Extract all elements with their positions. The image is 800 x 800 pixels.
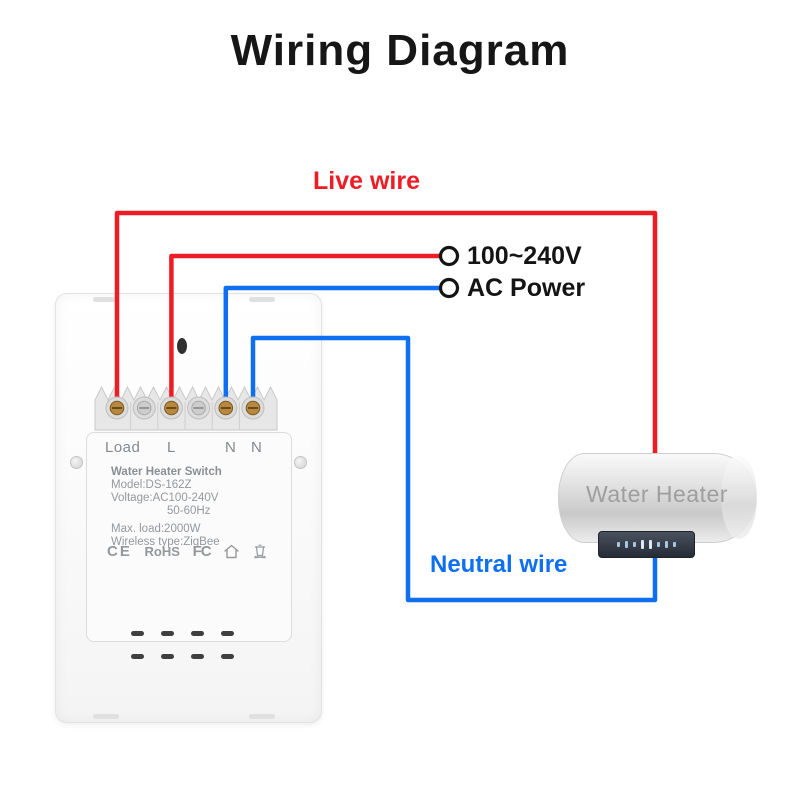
product-max-load: Max. load:2000W [111, 523, 201, 535]
live-wire-label: Live wire [313, 167, 420, 195]
display-segment [657, 542, 660, 547]
smart-switch: Load L N N Water Heater Switch Model:DS-… [55, 293, 322, 723]
product-wireless: Wireless type:ZigBee [111, 536, 220, 548]
terminal-label-n2: N [251, 439, 263, 456]
ce-mark: CE [107, 542, 132, 560]
house-icon [223, 544, 240, 559]
terminal-label-load: Load [105, 439, 141, 456]
live-terminal-dot [438, 245, 460, 267]
display-segment [673, 542, 676, 547]
neutral-terminal-dot [438, 277, 460, 299]
product-model: Model:DS-162Z [111, 479, 192, 491]
side-screw [70, 456, 83, 469]
page-title: Wiring Diagram [230, 26, 570, 75]
display-segment [625, 541, 628, 548]
vent-slot [221, 654, 234, 659]
certification-row: CE RoHS FC [107, 541, 267, 561]
vent-slot [161, 654, 174, 659]
display-segment [649, 540, 652, 549]
display-segment [641, 540, 644, 549]
vent-slot [131, 631, 144, 636]
neutral-wire-label: Neutral wire [430, 551, 568, 578]
rohs-mark: RoHS [144, 543, 180, 559]
mount-slot [249, 714, 275, 719]
vent-slot [161, 631, 174, 636]
mount-slot [93, 297, 119, 302]
terminal-label-n1: N [225, 439, 237, 456]
weee-bin-icon [253, 543, 267, 559]
side-screw [294, 456, 307, 469]
heater-display [598, 531, 695, 558]
mount-slot [249, 297, 275, 302]
water-heater-label: Water Heater [586, 481, 728, 507]
ac-power-label: AC Power [467, 274, 586, 302]
heater-end-cap [721, 455, 757, 539]
product-frequency: 50-60Hz [167, 505, 211, 517]
supply-voltage-label: 100~240V [467, 242, 582, 270]
product-info: Water Heater Switch Model:DS-162Z Voltag… [111, 466, 222, 549]
vent-slot [191, 631, 204, 636]
terminal-label-l: L [167, 439, 176, 456]
vent-slot [191, 654, 204, 659]
display-segment [665, 541, 668, 548]
display-segment [617, 542, 620, 547]
vent-slot [131, 654, 144, 659]
display-segment [633, 542, 636, 547]
product-name: Water Heater Switch [111, 466, 222, 478]
vent-slot [221, 631, 234, 636]
mount-slot [93, 714, 119, 719]
switch-info-panel: Load L N N Water Heater Switch Model:DS-… [86, 432, 292, 642]
sensor-hole [177, 338, 187, 354]
water-heater: Water Heater [558, 453, 757, 543]
fcc-mark: FC [192, 542, 212, 560]
product-voltage: Voltage:AC100-240V [111, 492, 219, 504]
